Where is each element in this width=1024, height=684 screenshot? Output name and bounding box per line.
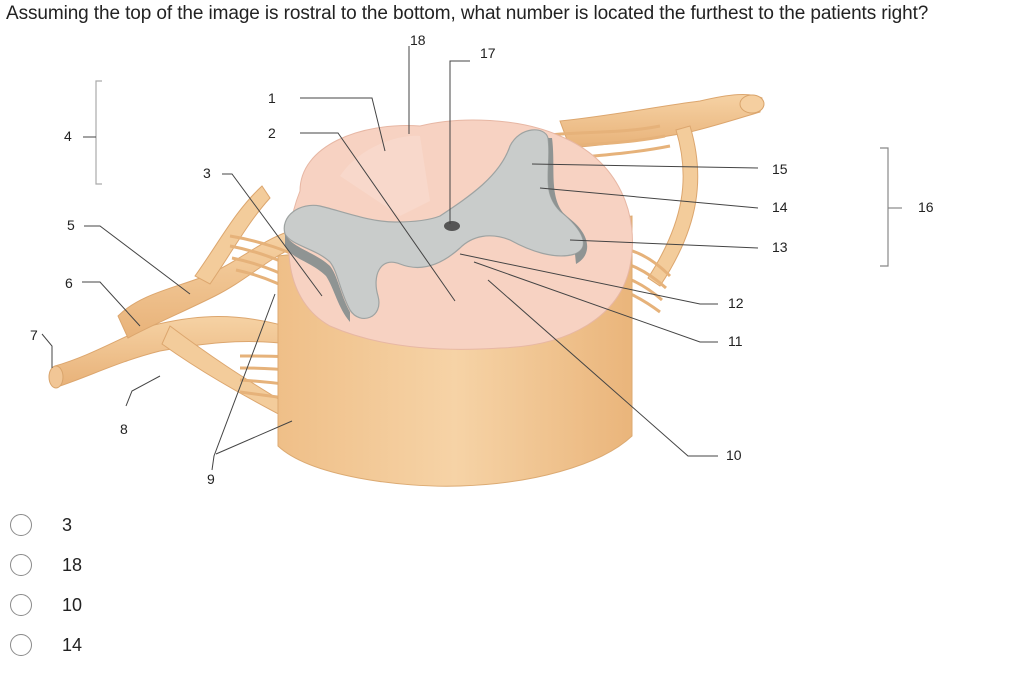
label-9: 9: [207, 471, 215, 487]
label-5: 5: [67, 217, 75, 233]
central-canal: [444, 221, 460, 231]
spinal-cord-segment: [277, 119, 633, 487]
bracket-16: [880, 147, 902, 267]
label-1: 1: [268, 90, 276, 106]
label-10: 10: [726, 447, 742, 463]
label-4: 4: [64, 128, 72, 144]
option-18[interactable]: 18: [10, 552, 410, 592]
label-12: 12: [728, 295, 744, 311]
radio-button[interactable]: [10, 514, 32, 536]
label-3: 3: [203, 165, 211, 181]
option-3[interactable]: 3: [10, 512, 410, 552]
label-6: 6: [65, 275, 73, 291]
label-15: 15: [772, 161, 788, 177]
option-label: 3: [62, 515, 73, 535]
question-text: Assuming the top of the image is rostral…: [6, 3, 929, 24]
spinal-cord-figure: 1 2 3 4 5 6 7 8 9 10 11 12 13 14 15 16 1…: [30, 32, 934, 487]
label-14: 14: [772, 199, 788, 215]
bracket-4: [95, 80, 102, 185]
option-label: 10: [62, 595, 83, 615]
radio-button[interactable]: [10, 594, 32, 616]
leader-lines: [41, 46, 759, 471]
answer-options: 3 18 10 14: [10, 512, 410, 672]
label-16: 16: [918, 199, 934, 215]
label-17: 17: [480, 45, 496, 61]
option-label: 18: [62, 555, 83, 575]
option-10[interactable]: 10: [10, 592, 410, 632]
label-7: 7: [30, 327, 38, 343]
label-13: 13: [772, 239, 788, 255]
label-2: 2: [268, 125, 276, 141]
option-label: 14: [62, 635, 83, 655]
label-11: 11: [728, 333, 743, 349]
radio-button[interactable]: [10, 554, 32, 576]
label-18: 18: [410, 32, 426, 48]
option-14[interactable]: 14: [10, 632, 410, 672]
radio-button[interactable]: [10, 634, 32, 656]
label-8: 8: [120, 421, 128, 437]
